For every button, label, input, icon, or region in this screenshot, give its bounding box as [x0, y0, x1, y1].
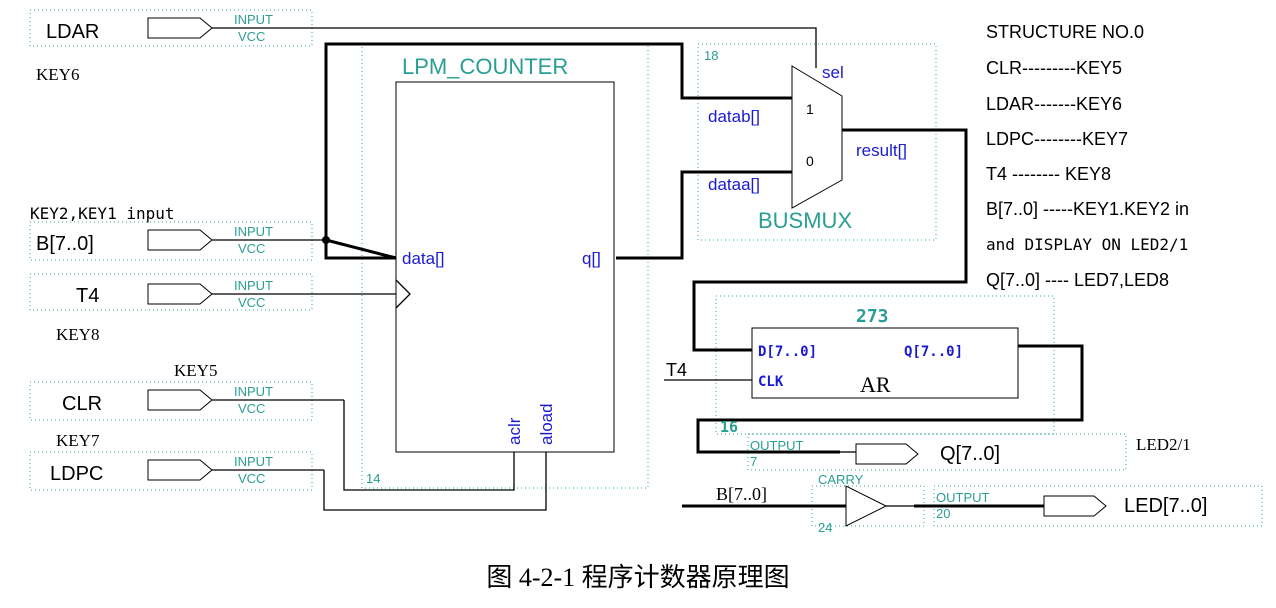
register-273-label: AR	[860, 372, 891, 397]
pin-ldar-default: VCC	[238, 29, 265, 44]
structure-line: Q[7..0] ---- LED7,LED8	[986, 270, 1169, 290]
register-273-clk: CLK	[758, 374, 784, 390]
junction-dot	[322, 236, 330, 244]
pin-clr-default: VCC	[238, 401, 265, 416]
pin-ldar-label: LDAR	[46, 21, 99, 43]
pin-ldpc-label: LDPC	[50, 463, 103, 485]
note-key2-key1: KEY2,KEY1 input	[30, 204, 175, 223]
structure-notes: STRUCTURE NO.0 CLR---------KEY5 LDAR----…	[986, 22, 1189, 290]
pin-led-output-inst: 20	[936, 506, 950, 521]
structure-line: T4 -------- KEY8	[986, 164, 1111, 184]
register-273-clk-net: T4	[666, 360, 687, 380]
counter-port-aclr: aclr	[505, 417, 524, 445]
pin-ldar[interactable]: LDAR INPUT VCC	[46, 12, 312, 44]
carry-buffer-triangle	[845, 485, 888, 527]
pin-q-output[interactable]: OUTPUT 7 Q[7..0]	[750, 438, 1000, 469]
figure-caption: 图 4-2-1 程序计数器原理图	[486, 563, 789, 592]
structure-line: B[7..0] -----KEY1.KEY2 in	[986, 199, 1189, 219]
structure-line: LDAR-------KEY6	[986, 94, 1122, 114]
pin-led-output-label: LED[7..0]	[1124, 495, 1207, 517]
busmux-name: BUSMUX	[758, 208, 852, 233]
pin-led-output-type: OUTPUT	[936, 490, 990, 505]
pin-t4-default: VCC	[238, 295, 265, 310]
pin-q-output-inst: 7	[750, 454, 757, 469]
pin-ldpc[interactable]: LDPC INPUT VCC	[50, 454, 324, 486]
lpm-counter[interactable]: LPM_COUNTER data[] q[] aclr aload 14	[366, 54, 615, 486]
counter-port-q: q[]	[582, 249, 601, 268]
busmux-datab: datab[]	[708, 107, 760, 126]
dotted-outlines	[29, 9, 1263, 527]
busmux-one: 1	[806, 101, 814, 117]
structure-line: CLR---------KEY5	[986, 58, 1122, 78]
register-273-d: D[7..0]	[758, 344, 817, 360]
pin-b-type: INPUT	[234, 224, 273, 239]
counter-inst: 14	[366, 471, 380, 486]
carry-inst: 24	[818, 520, 832, 535]
structure-line: STRUCTURE NO.0	[986, 22, 1144, 42]
register-273-name: 273	[856, 306, 889, 327]
busmux-zero: 0	[806, 153, 814, 169]
pin-led-output[interactable]: OUTPUT 20 LED[7..0]	[936, 490, 1207, 521]
note-key7: KEY7	[56, 431, 100, 450]
pin-t4[interactable]: T4 INPUT VCC	[76, 278, 396, 310]
pin-ldar-type: INPUT	[234, 12, 273, 27]
busmux[interactable]: 18 sel datab[] dataa[] 1 0 result[] BUSM…	[704, 48, 907, 233]
pin-clr[interactable]: CLR INPUT VCC	[62, 384, 344, 416]
structure-line: and DISPLAY ON LED2/1	[986, 235, 1188, 254]
pin-ldpc-type: INPUT	[234, 454, 273, 469]
note-key6: KEY6	[36, 65, 79, 84]
pin-clr-type: INPUT	[234, 384, 273, 399]
pin-b-label: B[7..0]	[36, 233, 94, 255]
busmux-result: result[]	[856, 141, 907, 160]
pin-b-default: VCC	[238, 241, 265, 256]
note-led21: LED2/1	[1136, 435, 1191, 454]
structure-line: LDPC--------KEY7	[986, 129, 1128, 149]
carry-label: CARRY	[818, 472, 864, 487]
note-key5: KEY5	[174, 361, 217, 380]
pin-q-output-label: Q[7..0]	[940, 443, 1000, 465]
carry-block[interactable]: B[7..0] CARRY 24	[716, 472, 914, 535]
pin-t4-type: INPUT	[234, 278, 273, 293]
busmux-inst: 18	[704, 48, 718, 63]
carry-input-label: B[7..0]	[716, 484, 767, 504]
register-273-inst: 16	[720, 418, 738, 436]
pin-q-output-type: OUTPUT	[750, 438, 804, 453]
register-273[interactable]: 273 D[7..0] Q[7..0] CLK AR 16 T4	[666, 306, 1019, 436]
note-key8: KEY8	[56, 325, 99, 344]
counter-port-data: data[]	[402, 249, 445, 268]
counter-clock-triangle	[395, 279, 411, 309]
pin-b[interactable]: B[7..0] INPUT VCC	[36, 224, 326, 256]
busmux-sel: sel	[822, 63, 844, 82]
register-273-q: Q[7..0]	[904, 344, 963, 360]
pin-t4-label: T4	[76, 285, 99, 307]
busmux-dataa: dataa[]	[708, 175, 760, 194]
counter-port-aload: aload	[537, 403, 556, 445]
wires	[312, 27, 1084, 511]
pin-clr-label: CLR	[62, 393, 102, 415]
counter-title: LPM_COUNTER	[402, 54, 568, 79]
pin-ldpc-default: VCC	[238, 471, 265, 486]
